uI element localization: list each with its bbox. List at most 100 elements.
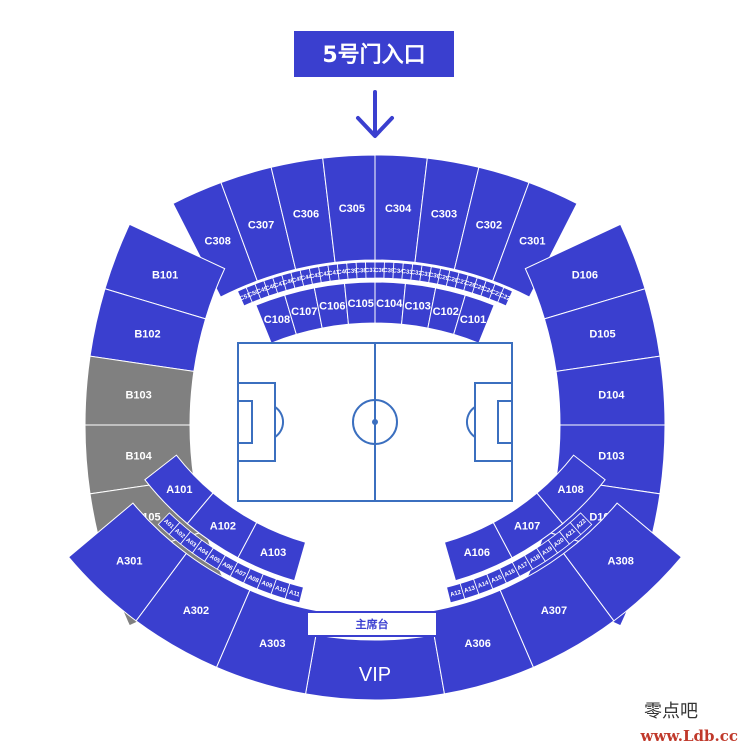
section-label: A11 <box>288 590 301 599</box>
section-shape <box>497 286 514 307</box>
section-label: C304 <box>385 203 412 215</box>
section-label: A20 <box>553 537 566 549</box>
section-label: C39 <box>346 268 358 275</box>
section-c307[interactable]: C307 <box>220 166 297 282</box>
section-label: C302 <box>476 219 502 231</box>
section-label: C23 <box>490 289 503 299</box>
section-label: C51 <box>239 292 252 302</box>
section-a22[interactable]: A22 <box>569 512 593 536</box>
section-label: C46 <box>283 278 296 287</box>
main-stand-label: 主席台 <box>356 617 389 631</box>
arrow-down-icon <box>356 90 394 138</box>
section-c22[interactable]: C22 <box>497 286 514 307</box>
section-label: A14 <box>477 580 490 590</box>
section-label: C32 <box>410 270 422 277</box>
section-c106[interactable]: C106 <box>313 282 349 329</box>
section-b102[interactable]: B102 <box>89 288 207 372</box>
section-label: A13 <box>464 585 477 594</box>
section-label: A103 <box>260 547 286 559</box>
section-label: C37 <box>365 268 377 274</box>
section-label: D105 <box>589 329 615 341</box>
section-a21[interactable]: A21 <box>558 521 582 545</box>
section-label: C41 <box>328 270 340 277</box>
section-label: C38 <box>356 268 368 274</box>
section-c102[interactable]: C102 <box>427 287 466 336</box>
section-label: A19 <box>541 546 554 558</box>
section-shape <box>492 181 578 298</box>
section-label: A108 <box>558 484 584 496</box>
section-shape <box>237 521 307 582</box>
north-boxes-tier: C51C50C49C48C47C46C45C44C43C42C41C40C39C… <box>236 261 514 307</box>
section-label: C26 <box>464 281 477 290</box>
section-c301[interactable]: C301 <box>492 181 578 298</box>
section-label: C25 <box>473 283 486 292</box>
section-label: A05 <box>208 554 221 565</box>
section-label: A101 <box>166 484 192 496</box>
section-label: C42 <box>319 271 331 279</box>
section-shape <box>215 589 321 695</box>
section-label: C22 <box>498 293 511 303</box>
section-c105[interactable]: C105 <box>343 281 376 325</box>
section-c101[interactable]: C101 <box>453 294 495 344</box>
section-a306[interactable]: A306 <box>429 589 535 695</box>
section-label: A302 <box>183 605 209 617</box>
section-a103[interactable]: A103 <box>237 521 307 582</box>
section-label: A308 <box>608 555 634 567</box>
section-label: C305 <box>339 203 365 215</box>
section-label: C107 <box>291 306 317 318</box>
section-label: A12 <box>450 590 463 599</box>
section-label: C44 <box>301 274 314 282</box>
section-c104[interactable]: C104 <box>374 281 407 325</box>
section-label: C104 <box>376 298 403 310</box>
section-label: C49 <box>256 286 269 296</box>
section-a11[interactable]: A11 <box>284 582 304 604</box>
section-label: A106 <box>464 547 490 559</box>
section-label: C43 <box>310 272 323 280</box>
section-label: C29 <box>437 274 450 282</box>
section-label: B103 <box>125 389 151 401</box>
section-label: A18 <box>529 554 542 565</box>
section-shape <box>284 582 304 604</box>
section-label: C47 <box>274 280 287 289</box>
section-label: A15 <box>491 574 504 584</box>
section-label: C28 <box>446 276 459 285</box>
section-label: C30 <box>428 272 441 280</box>
gate-5-entrance[interactable]: 5号门入口 <box>294 31 454 77</box>
section-a308[interactable]: A308 <box>563 502 683 622</box>
section-a107[interactable]: A107 <box>492 492 564 559</box>
section-label: A08 <box>247 575 260 585</box>
section-a108[interactable]: A108 <box>536 454 606 525</box>
section-a302[interactable]: A302 <box>135 552 251 668</box>
section-label: C101 <box>460 314 486 326</box>
section-c304[interactable]: C304 <box>374 154 428 263</box>
section-label: A306 <box>465 638 491 650</box>
section-label: C31 <box>419 271 431 279</box>
section-label: A03 <box>184 537 197 549</box>
section-label: D104 <box>598 389 625 401</box>
section-a303[interactable]: A303 <box>215 589 321 695</box>
section-label: C308 <box>205 235 231 247</box>
section-label: C27 <box>455 278 468 287</box>
section-label: C24 <box>481 286 494 296</box>
section-label: D103 <box>598 451 624 463</box>
section-label: A17 <box>517 561 530 572</box>
section-label: C33 <box>401 269 413 276</box>
section-shape <box>563 502 683 622</box>
section-label: C35 <box>383 268 395 274</box>
section-a106[interactable]: A106 <box>443 521 513 582</box>
section-label: C103 <box>405 301 431 313</box>
section-c305[interactable]: C305 <box>322 154 376 263</box>
section-label: A09 <box>260 580 273 590</box>
gate-label: 5号门入口 <box>322 42 425 68</box>
watermark-cn: 零点吧 <box>644 701 698 722</box>
section-label: A301 <box>116 555 142 567</box>
section-label: C34 <box>392 268 404 275</box>
section-label: A06 <box>221 561 234 572</box>
section-label: A102 <box>210 520 236 532</box>
football-pitch <box>237 342 513 502</box>
